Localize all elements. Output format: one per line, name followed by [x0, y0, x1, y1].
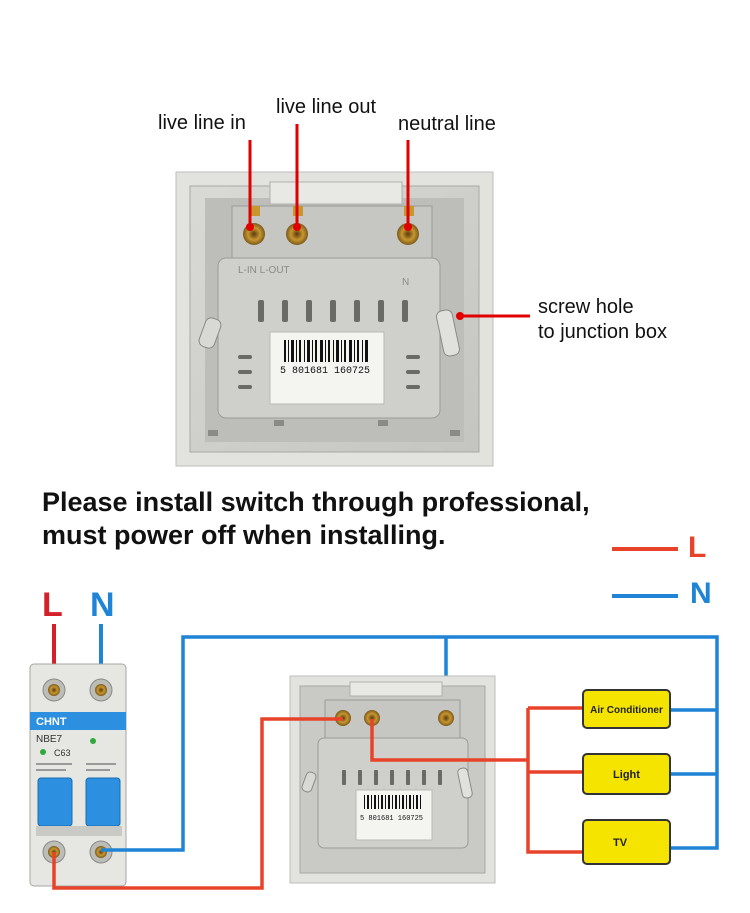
- neutral-marking: N: [402, 277, 409, 288]
- load-label-air-conditioner: Air Conditioner: [590, 705, 663, 716]
- label-pointers: [248, 124, 530, 318]
- legend-live-letter: L: [688, 531, 707, 564]
- terminal-screw-live-out: [286, 223, 308, 245]
- breaker-live-letter: L: [42, 586, 63, 624]
- label-live-line-in: live line in: [158, 112, 246, 134]
- install-notice: Please install switch through profession…: [42, 486, 590, 552]
- load-tv: TV: [582, 819, 671, 865]
- switch-back-wiring: 5 801681 160725: [289, 675, 496, 884]
- live-wiring: [52, 706, 584, 890]
- barcode-number-small: 5 801681 160725: [360, 815, 423, 823]
- label-live-line-out: live line out: [276, 96, 377, 118]
- barcode-number: 5 801681 160725: [280, 366, 370, 377]
- terminal-screw-neutral: [397, 223, 419, 245]
- label-neutral-line: neutral line: [398, 113, 496, 135]
- install-notice-line-2: must power off when installing.: [42, 520, 446, 550]
- load-label-tv: TV: [613, 837, 628, 849]
- load-label-light: Light: [613, 769, 640, 781]
- mounting-screw-right: [436, 309, 460, 357]
- install-notice-line-1: Please install switch through profession…: [42, 487, 590, 517]
- breaker-rating: C63: [54, 748, 71, 758]
- circuit-breaker: CHNT NBE7 C63: [29, 663, 127, 887]
- switch-back-photo: L-IN L-OUT N: [175, 171, 494, 467]
- breaker-neutral-letter: N: [90, 586, 115, 624]
- legend-neutral-letter: N: [690, 577, 712, 610]
- terminal-marking: L-IN L-OUT: [238, 265, 290, 276]
- label-screw-hole: screw hole to junction box: [538, 296, 667, 343]
- load-light: Light: [582, 753, 671, 795]
- breaker-brand: CHNT: [36, 716, 67, 728]
- load-air-conditioner: Air Conditioner: [582, 689, 671, 729]
- mounting-screw-left: [198, 317, 222, 349]
- barcode: [284, 340, 368, 362]
- breaker-model: NBE7: [36, 734, 63, 745]
